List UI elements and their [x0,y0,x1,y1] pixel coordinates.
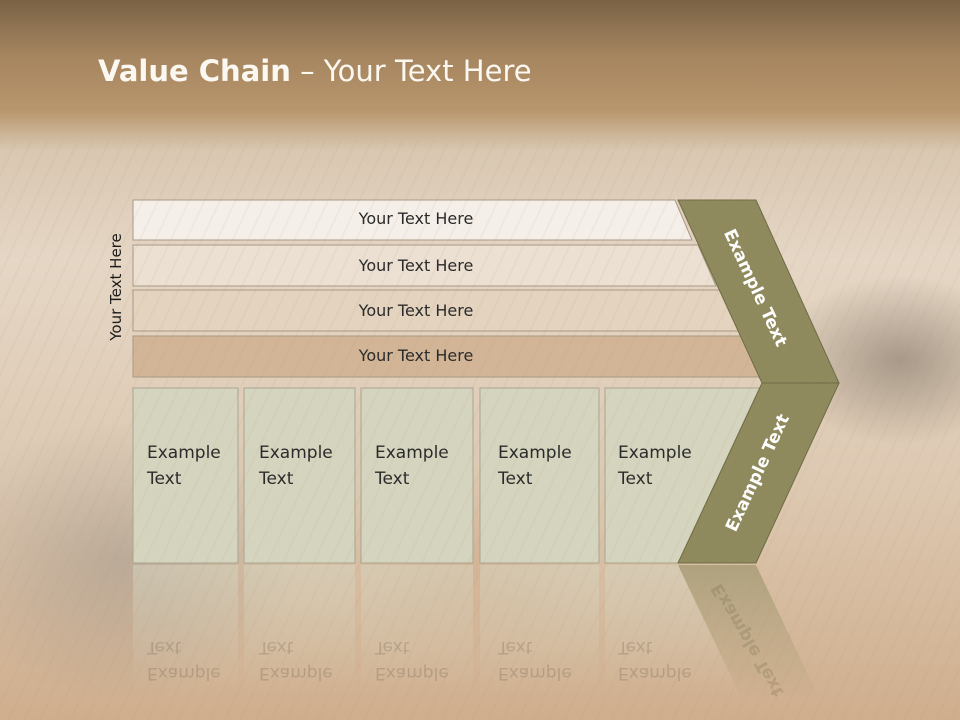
column-reflection-3 [361,565,473,695]
primary-column-2[interactable] [243,387,356,564]
slide-title: Value Chain – Your Text Here [98,54,532,88]
column-reflection-5 [605,565,741,695]
chevron-reflection [678,565,820,700]
primary-column-3[interactable] [360,387,474,564]
support-bar-2[interactable] [132,244,717,287]
primary-column-4[interactable] [479,387,600,564]
column-reflection-1 [133,565,238,695]
support-bar-4-label: Your Text Here [358,346,474,365]
support-bar-2-label: Your Text Here [358,256,474,275]
support-bar-3-label: Your Text Here [358,301,474,320]
column-reflection-2 [244,565,355,695]
margin-chevron-bottom[interactable] [677,382,840,564]
title-rest: – Your Text Here [290,54,532,88]
support-bar-1-label: Your Text Here [358,209,474,228]
support-bar-1[interactable] [132,199,693,241]
title-bold: Value Chain [98,54,291,88]
column-reflection-4 [480,565,599,695]
primary-column-1[interactable] [132,387,239,564]
